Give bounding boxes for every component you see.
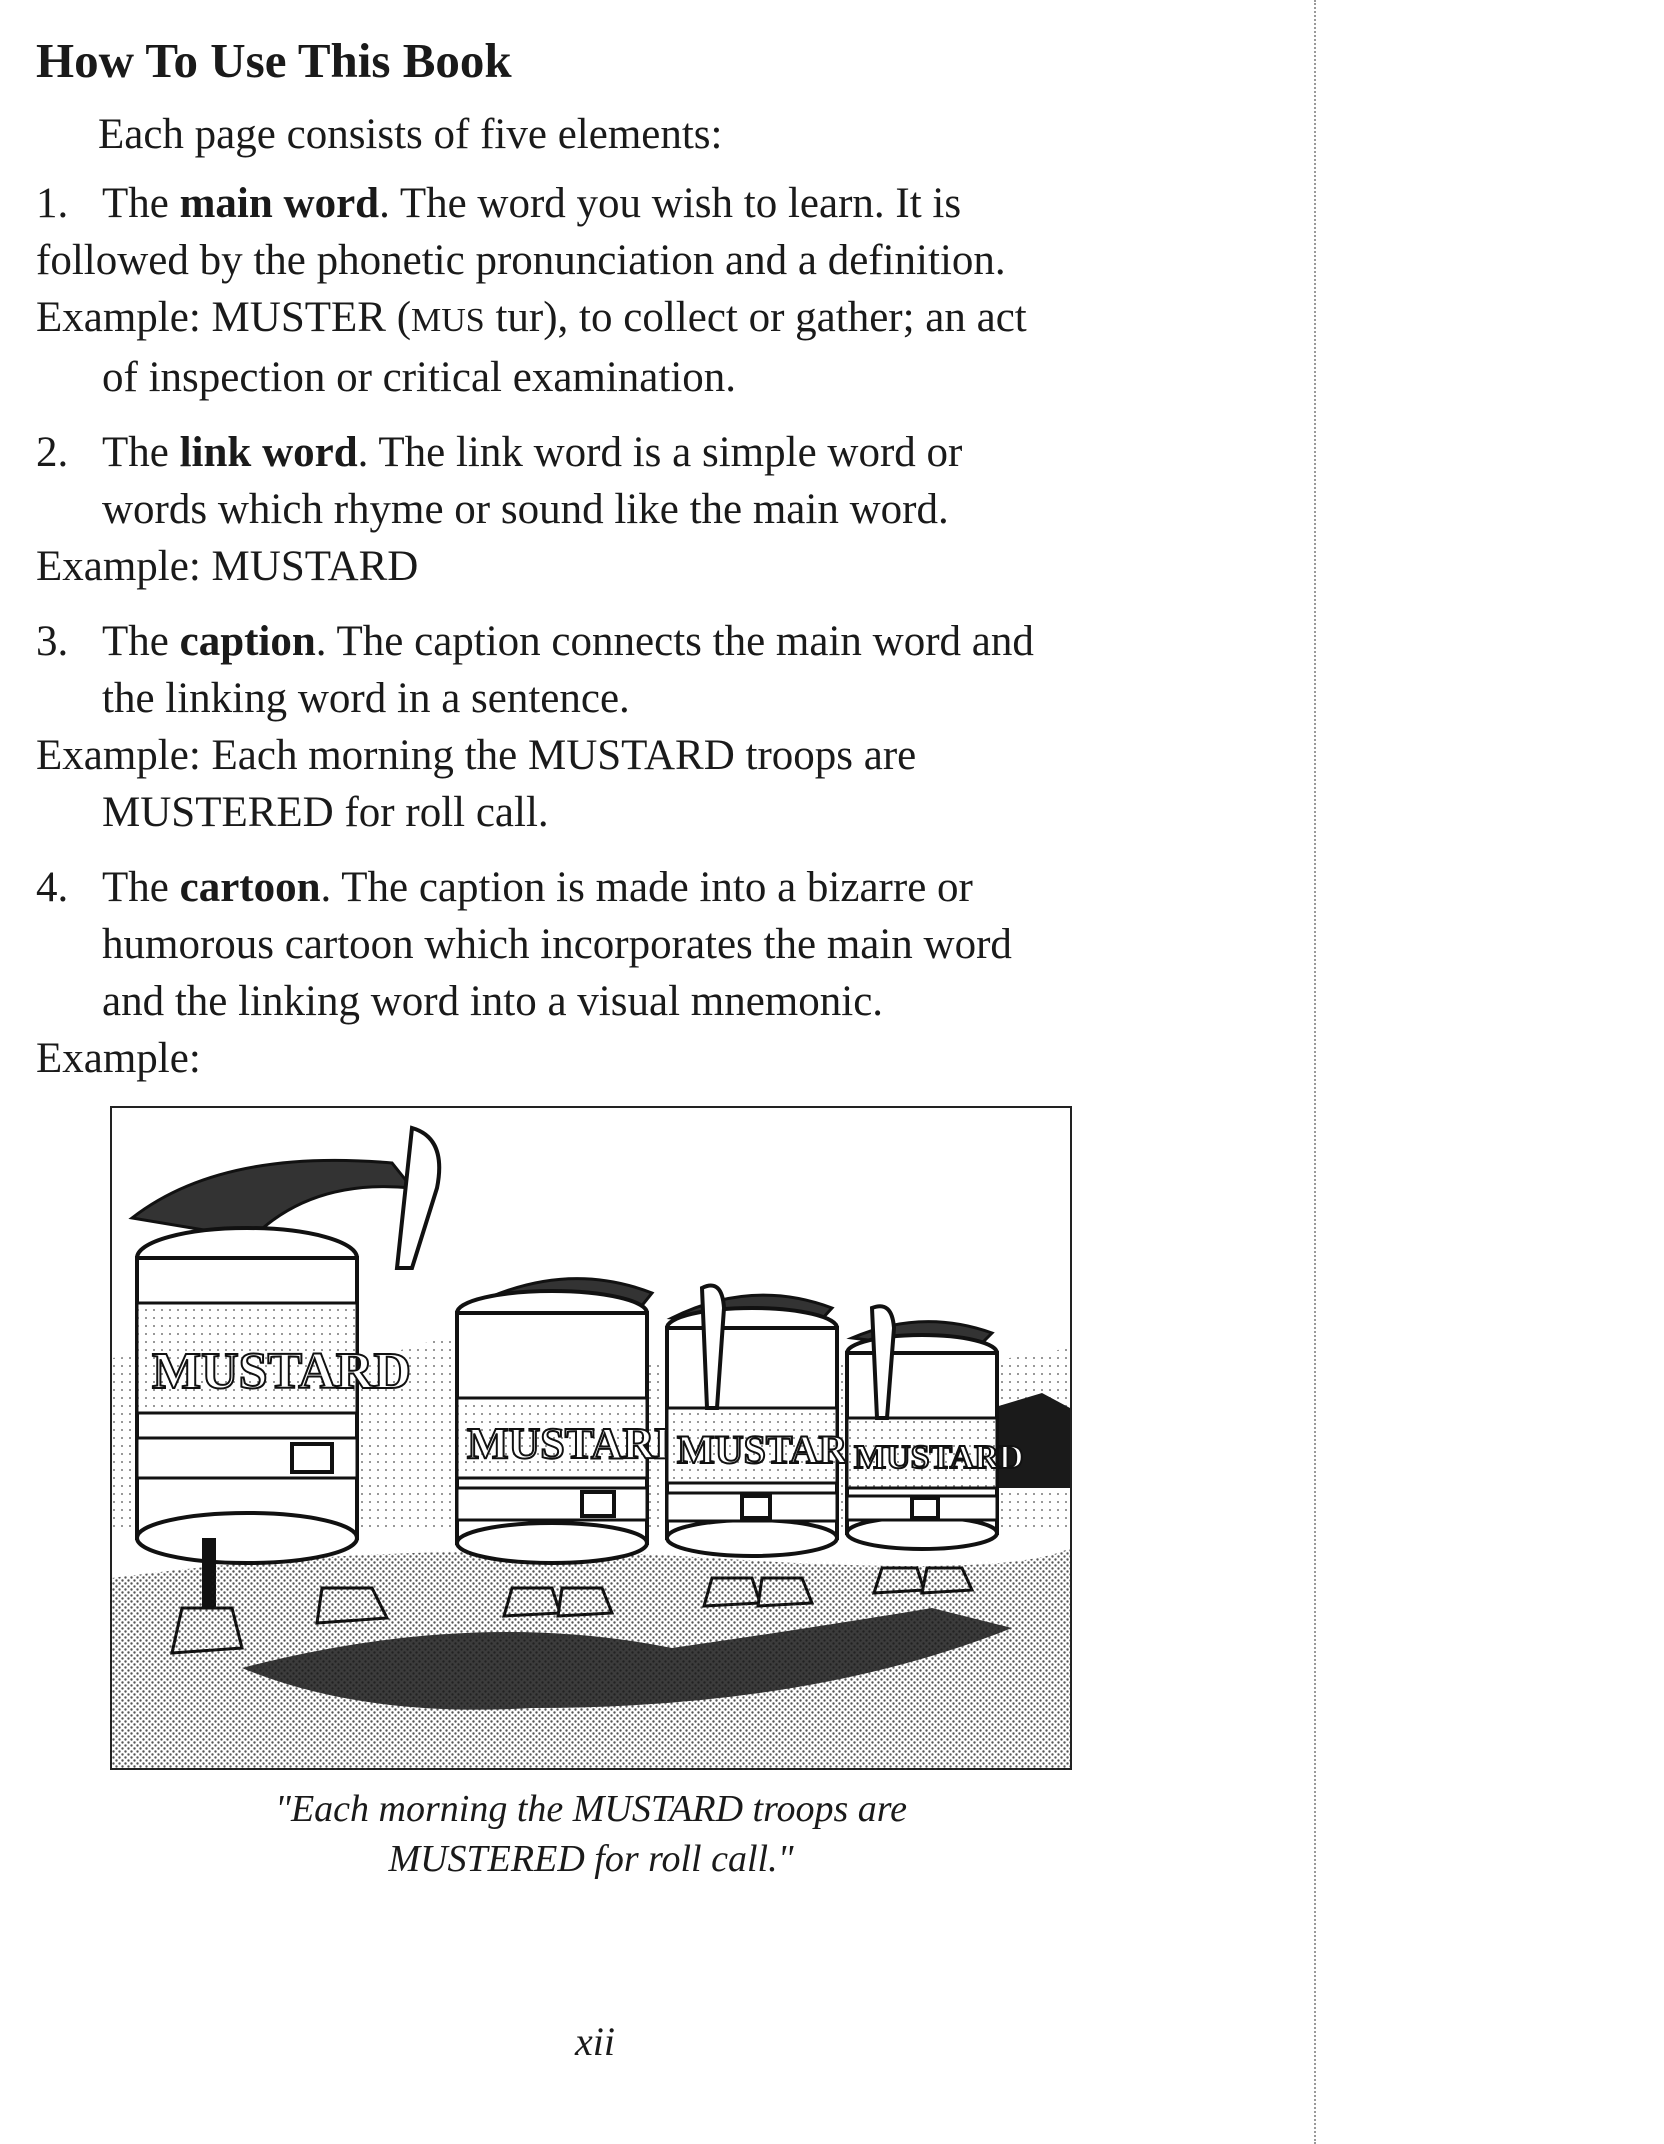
item-example: Example: MUSTARD bbox=[36, 543, 419, 590]
mustard-jar-soldier: MUSTARD bbox=[665, 1283, 877, 1608]
officer-cap bbox=[128, 1158, 416, 1240]
boot bbox=[701, 1576, 763, 1608]
boot bbox=[170, 1606, 244, 1655]
jar-label: MUSTARD bbox=[152, 1343, 411, 1400]
mustard-jar-soldier: MUSTARD bbox=[455, 1277, 687, 1618]
item-continuation: followed by the phonetic pronunciation a… bbox=[36, 237, 1006, 284]
spoon-baton bbox=[394, 1125, 442, 1270]
boot bbox=[501, 1586, 563, 1618]
mustard-jar-officer: MUSTARD bbox=[128, 1125, 442, 1655]
spoon-rifle bbox=[699, 1283, 727, 1410]
cartoon-illustration: MUSTARD MUSTARD bbox=[110, 1106, 1072, 1770]
item-number: 4. bbox=[36, 864, 69, 911]
item-example: Example: Each morning the MUSTARD troops… bbox=[36, 732, 917, 779]
item-number: 2. bbox=[36, 429, 69, 476]
item-example-continuation: MUSTERED for roll call. bbox=[102, 789, 549, 836]
mustard-troops-cartoon: MUSTARD MUSTARD bbox=[112, 1125, 1070, 1768]
term-caption: caption bbox=[179, 618, 316, 665]
belt-buckle bbox=[290, 1442, 334, 1474]
jar-label: MUSTARD bbox=[677, 1427, 876, 1472]
ground-shadow bbox=[242, 1608, 1012, 1710]
boot bbox=[756, 1576, 815, 1608]
page-body: How To Use This Book Each page consists … bbox=[36, 30, 1146, 1105]
item-continuation: and the linking word into a visual mnemo… bbox=[102, 978, 884, 1025]
list-item-cartoon: 4.The cartoon. The caption is made into … bbox=[36, 859, 1146, 1087]
figure-caption: "Each morning the MUSTARD troops are MUS… bbox=[275, 1788, 907, 1880]
mustard-jar-soldier: MUSTARD bbox=[845, 1304, 1024, 1595]
term-main-word: main word bbox=[179, 180, 380, 227]
boot bbox=[920, 1566, 975, 1595]
spoon-rifle bbox=[869, 1304, 897, 1420]
list-item-main-word: 1.The main word. The word you wish to le… bbox=[36, 175, 1146, 406]
page-title: How To Use This Book bbox=[36, 33, 512, 88]
item-example-continuation: of inspection or critical examination. bbox=[102, 354, 737, 401]
item-continuation: words which rhyme or sound like the main… bbox=[102, 486, 949, 533]
term-link-word: link word bbox=[179, 429, 358, 476]
item-number: 3. bbox=[36, 618, 69, 665]
item-continuation: the linking word in a sentence. bbox=[102, 675, 630, 722]
page-number: xii bbox=[575, 2019, 615, 2064]
item-number: 1. bbox=[36, 180, 69, 227]
list-item-link-word: 2.The link word. The link word is a simp… bbox=[36, 424, 1146, 595]
intro-text: Each page consists of five elements: bbox=[98, 111, 723, 158]
list-item-caption: 3.The caption. The caption connects the … bbox=[36, 613, 1146, 841]
jar-label: MUSTARD bbox=[854, 1439, 1023, 1476]
page-edge-divider bbox=[1314, 0, 1316, 2144]
item-continuation: humorous cartoon which incorporates the … bbox=[102, 921, 1012, 968]
boot bbox=[556, 1586, 615, 1618]
item-example: Example: bbox=[36, 1035, 201, 1082]
boot bbox=[871, 1566, 927, 1595]
boot bbox=[315, 1586, 390, 1625]
item-example: Example: MUSTER (MUS tur), to collect or… bbox=[36, 294, 1027, 341]
jar-label: MUSTARD bbox=[467, 1419, 686, 1468]
term-cartoon: cartoon bbox=[179, 864, 321, 911]
